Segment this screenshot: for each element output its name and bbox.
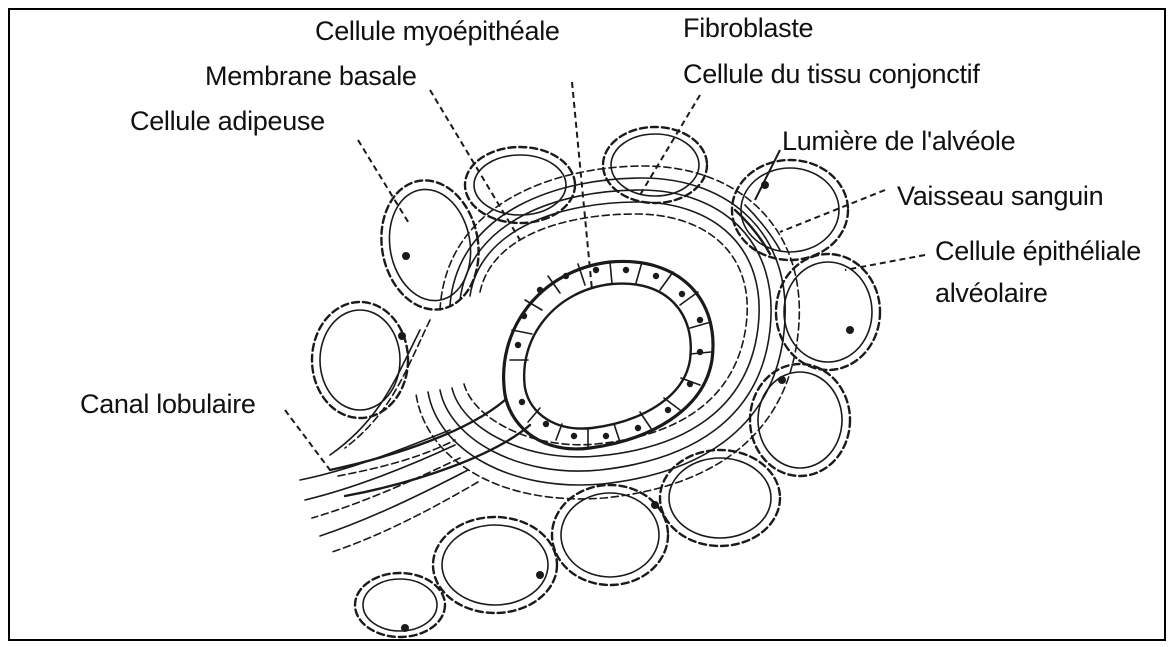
leader-lobular-duct [285,410,330,470]
lobular-duct [330,400,530,496]
label-connective-tissue-cell: Cellule du tissu conjonctif [683,59,980,89]
label-alveolar-epithelial-cell-line2: alvéolaire [935,278,1048,308]
label-adipocyte: Cellule adipeuse [130,106,325,136]
label-blood-vessel: Vaisseau sanguin [897,181,1103,211]
label-basement-membrane: Membrane basale [205,61,417,91]
label-alveolar-lumen: Lumière de l'alvéole [782,126,1015,156]
label-alveolar-epithelial-cell-line1: Cellule épithéliale [935,236,1141,266]
leader-basement-membrane [430,90,520,240]
connective-stroma [300,166,799,552]
leader-adipocyte [358,140,410,225]
label-fibroblast: Fibroblaste [683,13,813,43]
label-myoepithelial-cell: Cellule myoépithéale [315,16,560,46]
leader-blood-vessel [780,190,885,232]
label-lobular-duct: Canal lobulaire [80,389,256,419]
leader-alveolar-lumen [755,150,780,200]
